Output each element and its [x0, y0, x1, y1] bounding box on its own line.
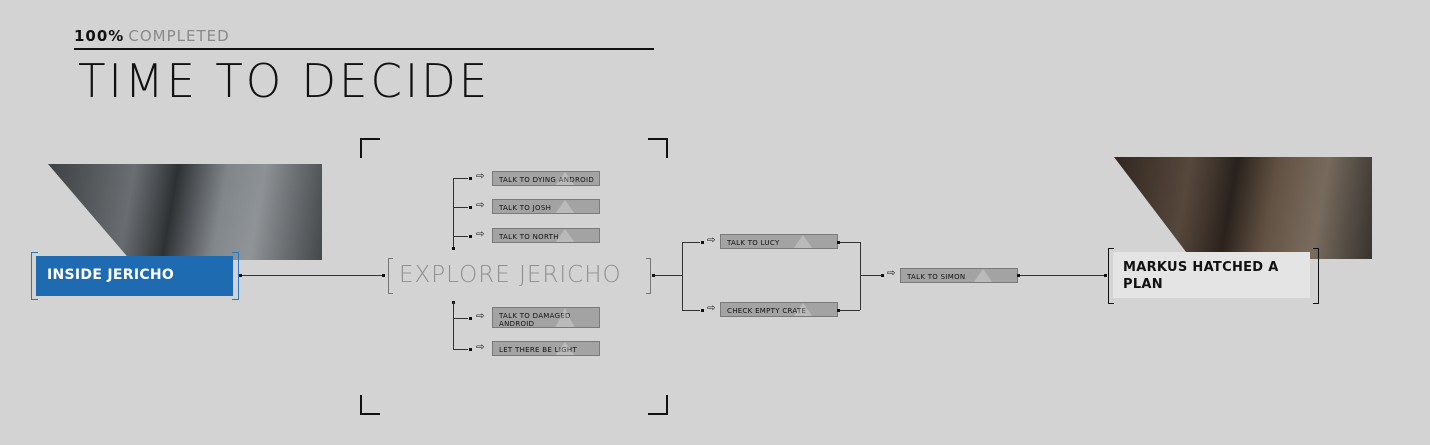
branch-node[interactable]: TALK TO DAMAGED ANDROID — [492, 307, 600, 328]
arrow-icon: ⇨ — [476, 342, 485, 353]
connector-dot — [701, 309, 704, 312]
start-node-bracket-right — [232, 252, 239, 300]
arrow-icon: ⇨ — [476, 200, 485, 211]
arrow-icon: ⇨ — [476, 171, 485, 182]
split-trunk — [682, 242, 683, 310]
end-node-bracket-right — [1313, 248, 1319, 304]
connector-dot — [837, 241, 840, 244]
connector-dot — [469, 235, 472, 238]
hub-bracket-right — [646, 258, 651, 294]
frame-corner — [360, 138, 380, 158]
progress-percent: 100% — [74, 27, 125, 45]
progress-label: COMPLETED — [128, 27, 230, 45]
connector-dot — [1104, 274, 1107, 277]
connector-dot — [469, 348, 472, 351]
arrow-icon: ⇨ — [476, 311, 485, 322]
branch-node[interactable]: LET THERE BE LIGHT — [492, 341, 600, 356]
split-node[interactable]: CHECK EMPTY CRATE — [720, 302, 838, 317]
connector-line — [860, 275, 882, 276]
hub-node[interactable]: EXPLORE JERICHO — [399, 262, 622, 288]
merge-node[interactable]: TALK TO SIMON — [900, 268, 1018, 283]
branch-line — [682, 310, 700, 311]
connector-dot — [881, 274, 884, 277]
branch-line — [840, 310, 860, 311]
hub-bracket-left — [388, 258, 393, 294]
branch-line — [453, 236, 468, 237]
branch-node[interactable]: TALK TO DYING ANDROID — [492, 171, 600, 186]
branch-line — [682, 242, 700, 243]
arrow-icon: ⇨ — [476, 229, 485, 240]
chapter-title: TIME TO DECIDE — [78, 54, 491, 108]
start-node-bracket-left — [31, 252, 38, 300]
frame-corner — [648, 395, 668, 415]
connector-dot — [1017, 274, 1020, 277]
branch-node[interactable]: TALK TO JOSH — [492, 199, 600, 214]
branch-trunk — [453, 302, 454, 350]
branch-node[interactable]: TALK TO NORTH — [492, 228, 600, 243]
end-scene-thumbnail — [1114, 157, 1372, 259]
branch-trunk — [453, 178, 454, 248]
connector-dot — [469, 177, 472, 180]
end-node[interactable]: MARKUS HATCHED A PLAN — [1113, 252, 1310, 298]
frame-corner — [648, 138, 668, 158]
frame-corner — [360, 395, 380, 415]
connector-dot — [469, 206, 472, 209]
connector-line — [1020, 275, 1104, 276]
start-scene-thumbnail — [48, 164, 322, 260]
start-node[interactable]: INSIDE JERICHO — [36, 256, 233, 296]
end-node-bracket-left — [1108, 248, 1114, 304]
connector-dot — [652, 274, 655, 277]
arrow-icon: ⇨ — [887, 268, 896, 279]
arrow-icon: ⇨ — [707, 235, 716, 246]
merge-trunk — [860, 242, 861, 310]
branch-line — [453, 349, 468, 350]
connector-line — [239, 275, 383, 276]
connector-dot — [469, 317, 472, 320]
arrow-icon: ⇨ — [707, 303, 716, 314]
connector-dot — [837, 309, 840, 312]
connector-dot — [701, 241, 704, 244]
branch-line — [453, 178, 468, 179]
branch-line — [453, 318, 468, 319]
connector-dot — [452, 247, 455, 250]
connector-dot — [239, 274, 242, 277]
branch-line — [840, 242, 860, 243]
branch-line — [453, 207, 468, 208]
header-divider — [74, 48, 654, 50]
connector-line — [655, 275, 682, 276]
completion-progress: 100%COMPLETED — [74, 27, 230, 45]
split-node[interactable]: TALK TO LUCY — [720, 234, 838, 249]
connector-dot — [382, 274, 385, 277]
